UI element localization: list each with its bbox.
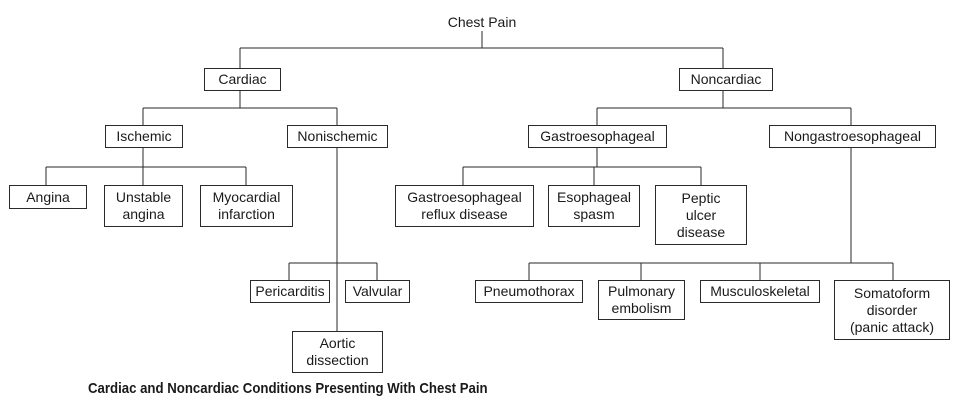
node-myocardial-infarction: Myocardial infarction [200, 185, 293, 227]
node-pericarditis: Pericarditis [250, 280, 330, 303]
node-ischemic: Ischemic [105, 125, 183, 148]
node-esophageal-spasm: Esophageal spasm [548, 185, 640, 227]
node-valvular: Valvular [345, 280, 410, 303]
node-gastroesophageal: Gastroesophageal [528, 125, 667, 148]
node-aortic-dissection: Aortic dissection [292, 331, 383, 373]
node-peptic-ulcer-disease: Peptic ulcer disease [655, 185, 747, 245]
node-cardiac: Cardiac [204, 68, 281, 91]
node-unstable-angina: Unstable angina [104, 185, 183, 227]
node-gerd: Gastroesophageal reflux disease [395, 185, 534, 227]
node-nongastroesophageal: Nongastroesophageal [769, 125, 936, 148]
figure-caption: Cardiac and Noncardiac Conditions Presen… [88, 380, 488, 397]
node-angina: Angina [9, 185, 87, 209]
node-pneumothorax: Pneumothorax [475, 280, 583, 303]
node-somatoform-disorder: Somatoform disorder (panic attack) [834, 280, 950, 340]
root-node-chest-pain: Chest Pain [447, 14, 517, 30]
node-musculoskeletal: Musculoskeletal [700, 280, 820, 303]
node-pulmonary-embolism: Pulmonary embolism [598, 280, 685, 320]
node-noncardiac: Noncardiac [679, 68, 773, 91]
node-nonischemic: Nonischemic [287, 125, 388, 148]
